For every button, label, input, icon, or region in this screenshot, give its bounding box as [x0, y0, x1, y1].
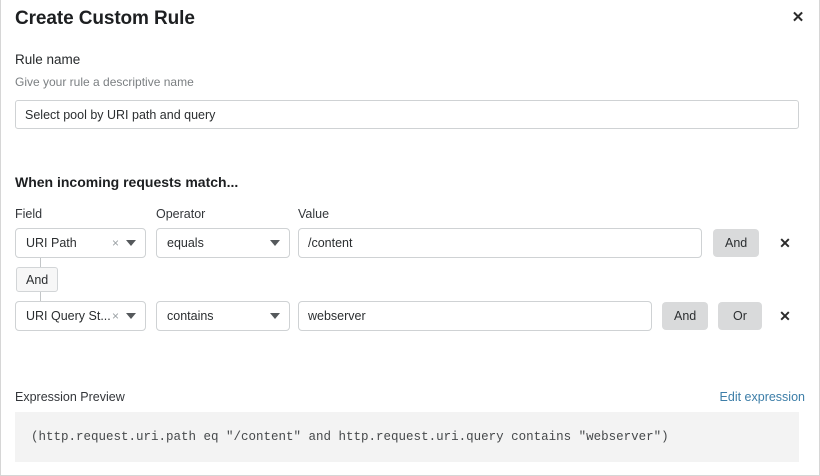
dialog-title: Create Custom Rule [15, 8, 195, 29]
chevron-down-icon [270, 240, 280, 246]
edit-expression-link[interactable]: Edit expression [719, 390, 805, 404]
field-select-1-value: URI Path [26, 236, 77, 250]
field-select-1[interactable]: URI Path × [15, 228, 146, 258]
operator-select-1[interactable]: equals [156, 228, 290, 258]
connector-and-badge[interactable]: And [16, 267, 59, 292]
condition-row: URI Path × equals And ✕ [1, 228, 820, 258]
condition-row: URI Query St... × contains And Or ✕ [1, 301, 820, 331]
value-input-2[interactable] [298, 301, 652, 331]
field-select-2-value: URI Query St... [26, 309, 110, 323]
column-header-operator: Operator [156, 207, 206, 221]
chevron-down-icon [270, 313, 280, 319]
operator-select-2-value: contains [167, 309, 214, 323]
close-icon[interactable]: ✕ [786, 5, 810, 29]
chevron-down-icon [126, 240, 136, 246]
operator-select-2[interactable]: contains [156, 301, 290, 331]
clear-icon[interactable]: × [111, 309, 119, 323]
conditions-heading: When incoming requests match... [15, 174, 239, 190]
delete-condition-icon-2[interactable]: ✕ [775, 301, 795, 331]
delete-condition-icon-1[interactable]: ✕ [775, 228, 795, 258]
column-header-field: Field [15, 207, 43, 221]
field-select-2[interactable]: URI Query St... × [15, 301, 146, 331]
rule-name-input[interactable] [15, 100, 799, 129]
clear-icon[interactable]: × [111, 236, 119, 250]
chevron-down-icon [126, 313, 136, 319]
or-button-2[interactable]: Or [718, 302, 762, 330]
and-button-2[interactable]: And [662, 302, 709, 330]
rule-name-hint: Give your rule a descriptive name [15, 75, 194, 89]
expression-preview-label: Expression Preview [15, 390, 125, 404]
and-button-1[interactable]: And [713, 229, 760, 257]
column-header-value: Value [298, 207, 330, 221]
rule-name-label: Rule name [15, 52, 81, 67]
value-input-1[interactable] [298, 228, 702, 258]
expression-preview-code: (http.request.uri.path eq "/content" and… [15, 412, 799, 462]
operator-select-1-value: equals [167, 236, 204, 250]
